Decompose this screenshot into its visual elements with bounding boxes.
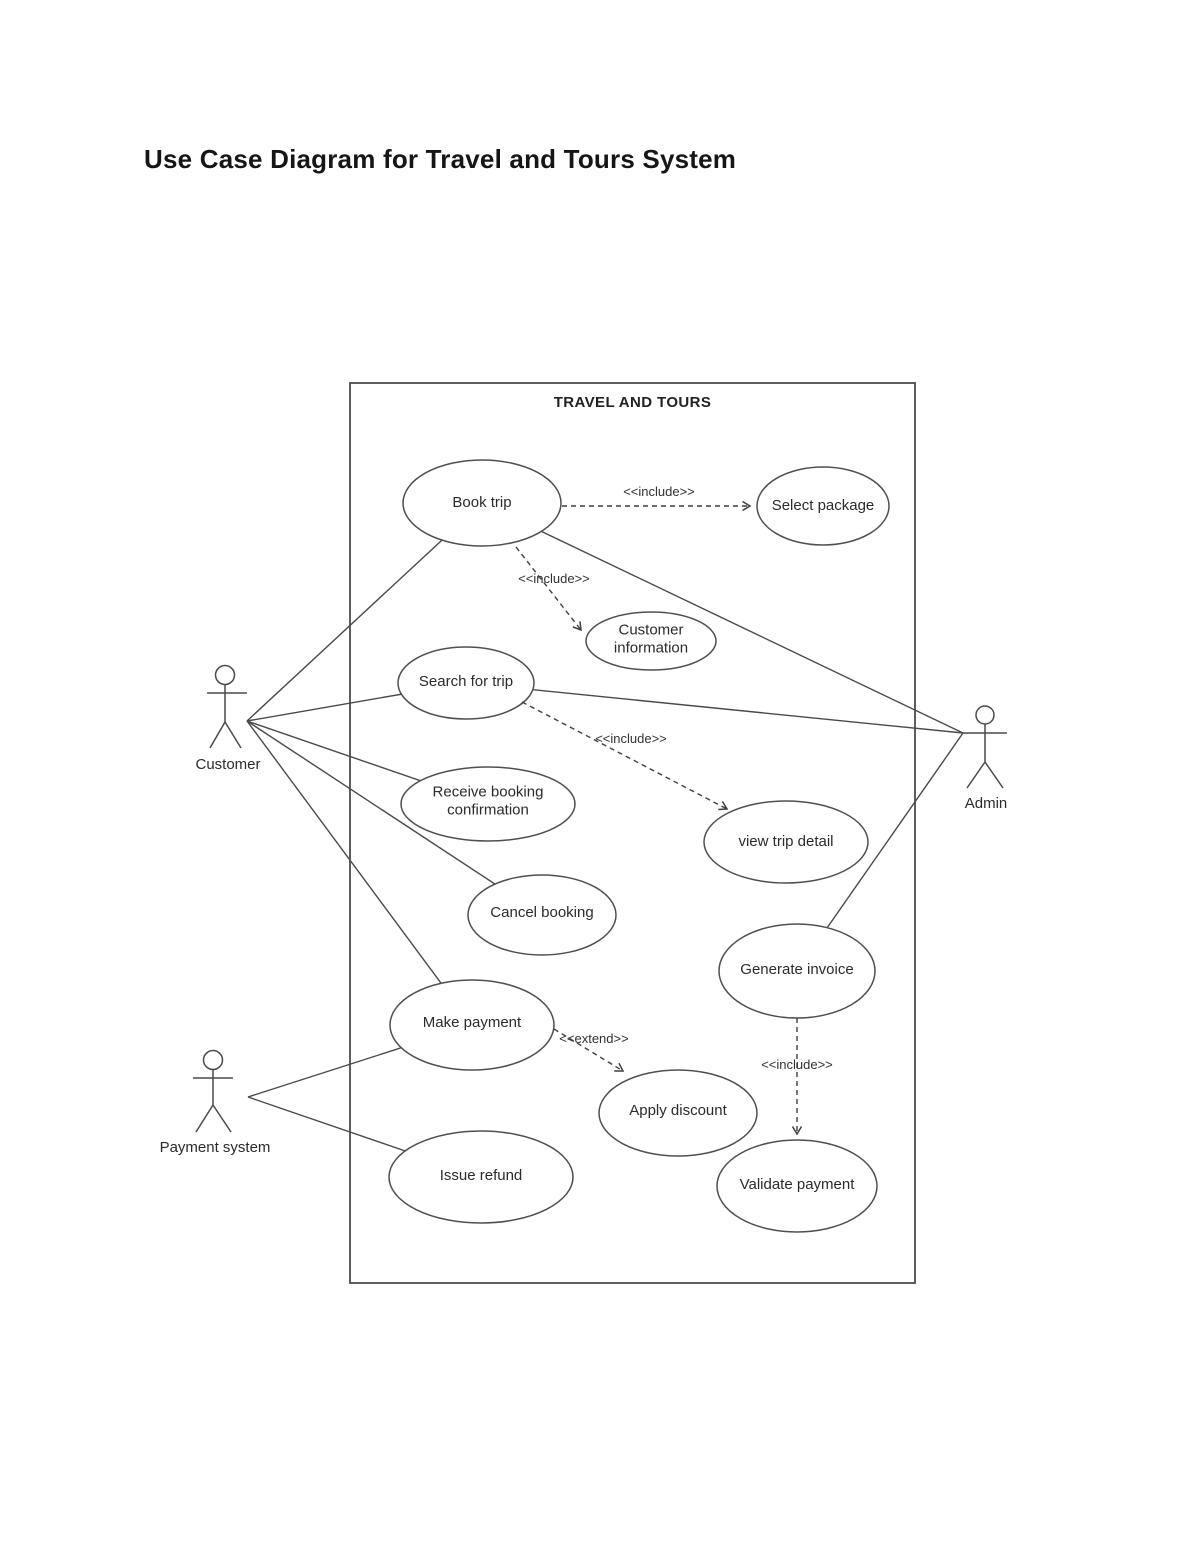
use-case-label-book-trip: Book trip [452, 493, 512, 511]
stereotype-include-search-for-trip-view-trip-detail: <<include>> [595, 731, 667, 747]
use-case-select-package [756, 466, 890, 546]
use-case-apply-discount [598, 1069, 758, 1157]
use-case-book-trip [402, 459, 562, 547]
extend-arrow-make-payment-apply-discount [553, 1028, 625, 1072]
use-case-label-generate-invoice: Generate invoice [740, 960, 854, 978]
customer-actor-icon [207, 664, 247, 749]
payment-system-actor-icon [193, 1049, 233, 1133]
stereotype-include-book-trip-customer-information: <<include>> [518, 571, 590, 587]
admin-actor-icon [963, 705, 1007, 789]
use-case-issue-refund [388, 1130, 574, 1224]
use-case-validate-payment [716, 1139, 878, 1233]
stereotype-include-generate-invoice-validate-payment: <<include>> [761, 1057, 833, 1073]
stereotype-include-book-trip-select-package: <<include>> [623, 484, 695, 500]
use-case-make-payment [389, 979, 555, 1071]
use-case-label-apply-discount: Apply discount [629, 1101, 727, 1119]
actor-label-admin: Admin [964, 794, 1008, 812]
use-case-customer-information [585, 611, 717, 671]
system-boundary-label: TRAVEL AND TOURS [553, 394, 712, 411]
actor-label-customer: Customer [195, 755, 261, 773]
actor-figures [193, 664, 1007, 1133]
use-case-label-issue-refund: Issue refund [439, 1166, 523, 1184]
association-admin-book-trip [481, 502, 964, 734]
use-case-label-receive-booking-confirmation: Receive booking confirmation [432, 783, 544, 819]
stereotype-extend-make-payment-apply-discount: <<extend>> [559, 1031, 629, 1047]
use-case-label-view-trip-detail: view trip detail [738, 832, 834, 850]
dependency-arrows [515, 500, 803, 1136]
include-arrow-search-for-trip-view-trip-detail [521, 701, 729, 811]
page-title: Use Case Diagram for Travel and Tours Sy… [144, 144, 737, 174]
use-case-label-validate-payment: Validate payment [739, 1175, 855, 1193]
use-case-label-search-for-trip: Search for trip [418, 672, 514, 690]
actor-label-payment-system: Payment system [159, 1138, 271, 1156]
association-customer-make-payment [246, 720, 473, 1026]
use-case-ellipses [388, 459, 890, 1233]
use-case-label-cancel-booking: Cancel booking [490, 903, 594, 921]
use-case-view-trip-detail [703, 800, 869, 884]
use-case-receive-booking-confirmation [400, 766, 576, 842]
use-case-label-select-package: Select package [771, 496, 875, 514]
use-case-label-make-payment: Make payment [422, 1013, 522, 1031]
association-customer-cancel-booking [246, 720, 543, 916]
use-case-search-for-trip [397, 646, 535, 720]
use-case-cancel-booking [467, 874, 617, 956]
use-case-label-customer-information: Customer information [613, 621, 689, 657]
association-admin-search-for-trip [465, 682, 964, 734]
